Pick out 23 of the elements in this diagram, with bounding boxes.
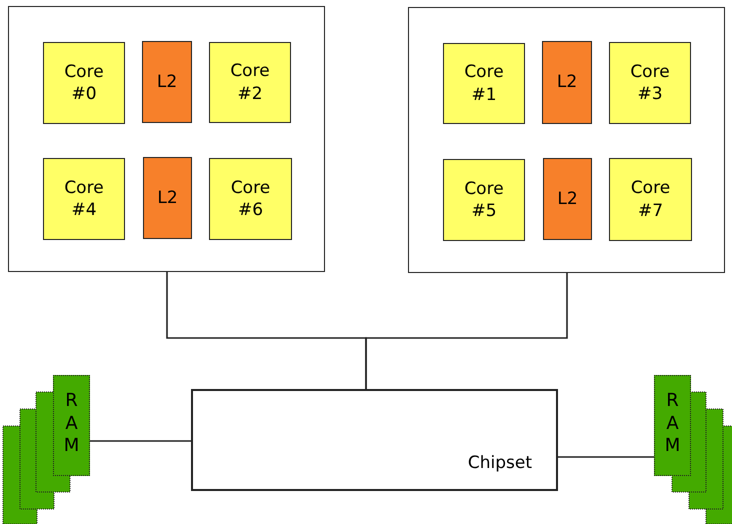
- ram-module: [53, 375, 90, 476]
- ram-module: [654, 375, 691, 476]
- cache-box: L2: [143, 157, 192, 239]
- chipset-box: [191, 389, 558, 491]
- chipset-label: Chipset: [468, 453, 532, 473]
- core-box: Core #2: [209, 42, 291, 123]
- connector-line: [90, 440, 191, 442]
- ram-label: RAM: [664, 390, 682, 458]
- cache-box: L2: [543, 158, 592, 240]
- core-box: Core #5: [443, 159, 525, 241]
- core-box: Core #1: [443, 43, 525, 124]
- core-box: Core #6: [209, 158, 292, 240]
- processor-package-box: [408, 7, 725, 273]
- core-box: Core #4: [43, 158, 125, 240]
- connector-line: [365, 273, 568, 389]
- ram-label: RAM: [62, 390, 80, 458]
- core-box: Core #0: [43, 42, 125, 124]
- core-box: Core #3: [609, 42, 691, 124]
- connector-line: [558, 456, 654, 458]
- cache-box: L2: [142, 41, 192, 123]
- core-box: Core #7: [609, 158, 692, 241]
- cache-box: L2: [542, 41, 592, 124]
- processor-package-box: [8, 6, 325, 272]
